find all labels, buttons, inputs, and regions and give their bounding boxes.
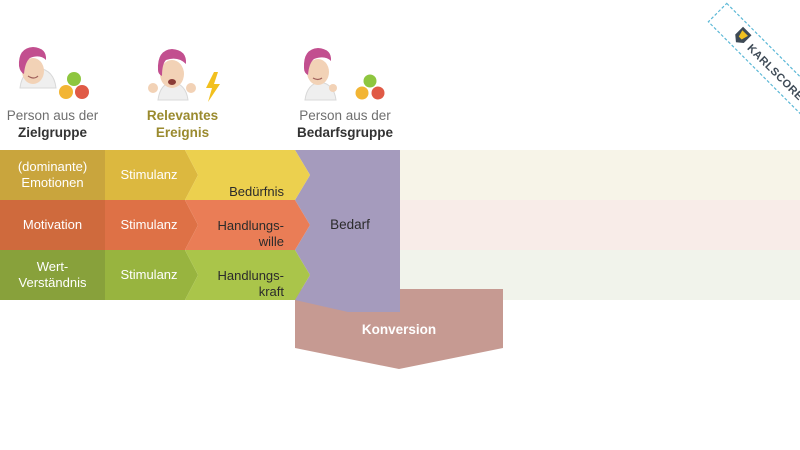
row2-stimulus-label: Stimulanz bbox=[105, 200, 193, 250]
row3-stimulus-text: Stimulanz bbox=[120, 267, 178, 282]
row3-result-line1: Handlungs- bbox=[217, 268, 285, 283]
row1-result-label: Bedürfnis bbox=[200, 150, 284, 200]
row1-stimulus-cell bbox=[105, 150, 198, 200]
row3-result-line2: kraft bbox=[258, 284, 284, 299]
row3-driver-line2: Verständnis bbox=[18, 275, 87, 290]
row1-driver-label: (dominante) Emotionen bbox=[0, 150, 105, 200]
konversion-text: Konversion bbox=[361, 322, 437, 337]
person-zielgruppe-icon bbox=[18, 47, 89, 99]
row1-result-chevron bbox=[185, 150, 310, 200]
row2-driver-line1: Motivation bbox=[22, 217, 83, 232]
row3-stimulus-cell bbox=[105, 250, 198, 300]
karlscore-logo: KARLSCORE bbox=[707, 2, 800, 115]
row1-stimulus-text: Stimulanz bbox=[120, 167, 178, 182]
person-ereignis-icon bbox=[148, 49, 220, 102]
row2-result-line1: Handlungs- bbox=[217, 218, 285, 233]
persona-bedarfsgruppe-line1: Person aus der bbox=[299, 108, 391, 123]
persona-bedarfsgruppe-label: Person aus der Bedarfsgruppe bbox=[290, 107, 400, 141]
row-band-emotionen bbox=[400, 150, 800, 200]
row1-result-line1: Bedürfnis bbox=[229, 184, 284, 199]
row3-driver-line1: Wert- bbox=[36, 259, 69, 274]
lightning-icon bbox=[206, 72, 220, 102]
row3-driver-label: Wert- Verständnis bbox=[0, 250, 105, 300]
row2-driver-cell bbox=[0, 200, 105, 250]
row3-result-chevron bbox=[185, 250, 310, 300]
row3-stimulus-label: Stimulanz bbox=[105, 250, 193, 300]
persona-bedarfsgruppe-line2: Bedarfsgruppe bbox=[296, 125, 394, 140]
row3-driver-cell bbox=[0, 250, 105, 300]
row-band-motivation bbox=[400, 200, 800, 250]
bedarf-block bbox=[295, 150, 400, 312]
person-bedarfsgruppe-icon bbox=[303, 48, 385, 101]
persona-ereignis-line1: Relevantes bbox=[146, 108, 219, 123]
row1-driver-line1: (dominante) bbox=[17, 159, 88, 174]
bedarf-label: Bedarf bbox=[300, 200, 400, 250]
row2-driver-label: Motivation bbox=[0, 200, 105, 250]
row1-driver-line2: Emotionen bbox=[21, 175, 84, 190]
persona-ereignis-label: Relevantes Ereignis bbox=[130, 107, 235, 141]
bedarf-text: Bedarf bbox=[330, 217, 370, 232]
persona-zielgruppe-line2: Zielgruppe bbox=[17, 125, 87, 140]
row3-result-label: Handlungs- kraft bbox=[200, 250, 285, 300]
row2-result-chevron bbox=[185, 200, 310, 250]
row2-stimulus-text: Stimulanz bbox=[120, 217, 178, 232]
persona-ereignis-line2: Ereignis bbox=[155, 125, 210, 140]
row2-result-line2: wille bbox=[258, 234, 284, 249]
row2-result-label: Handlungs- wille bbox=[200, 200, 285, 250]
row1-stimulus-label: Stimulanz bbox=[105, 150, 193, 200]
persona-zielgruppe-line1: Person aus der bbox=[6, 108, 99, 123]
row1-driver-cell bbox=[0, 150, 105, 200]
row2-stimulus-cell bbox=[105, 200, 198, 250]
konversion-label: Konversion bbox=[295, 315, 503, 345]
persona-zielgruppe-label: Person aus der Zielgruppe bbox=[0, 107, 105, 141]
